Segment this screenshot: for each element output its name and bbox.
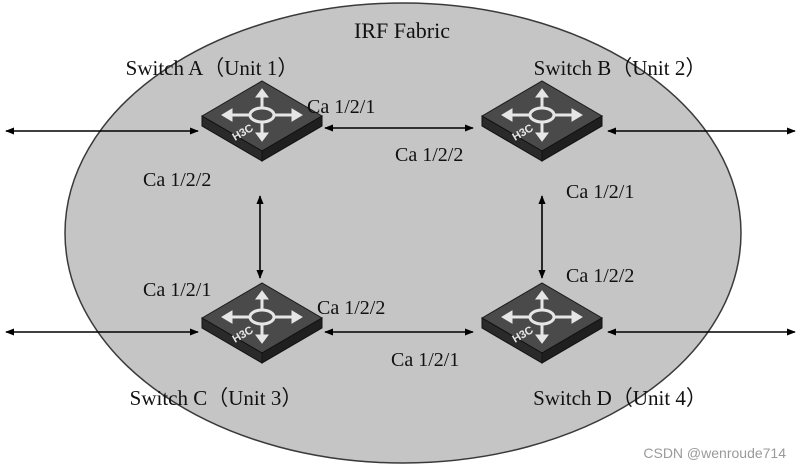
port-label-d-left: Ca 1/2/1 [391,349,459,371]
switch-b-label: Switch B（Unit 2） [534,56,707,80]
port-label-b-left: Ca 1/2/2 [395,144,463,166]
port-label-a-right: Ca 1/2/1 [307,96,375,118]
switch-d-label: Switch D（Unit 4） [533,386,707,410]
switch-a-label: Switch A（Unit 1） [126,56,299,80]
port-label-c-right: Ca 1/2/2 [317,297,385,319]
switch-a: H3C [200,79,324,163]
port-label-a-down: Ca 1/2/2 [143,169,211,191]
switch-b: H3C [480,79,604,163]
port-label-b-down: Ca 1/2/1 [566,181,634,203]
port-label-c-up: Ca 1/2/1 [143,279,211,301]
switch-d: H3C [480,281,604,365]
watermark: CSDN @wenroude714 [643,445,786,461]
port-label-d-up: Ca 1/2/2 [566,265,634,287]
fabric-title: IRF Fabric [354,18,450,43]
switch-c: H3C [200,281,324,365]
switch-c-label: Switch C（Unit 3） [130,386,303,410]
